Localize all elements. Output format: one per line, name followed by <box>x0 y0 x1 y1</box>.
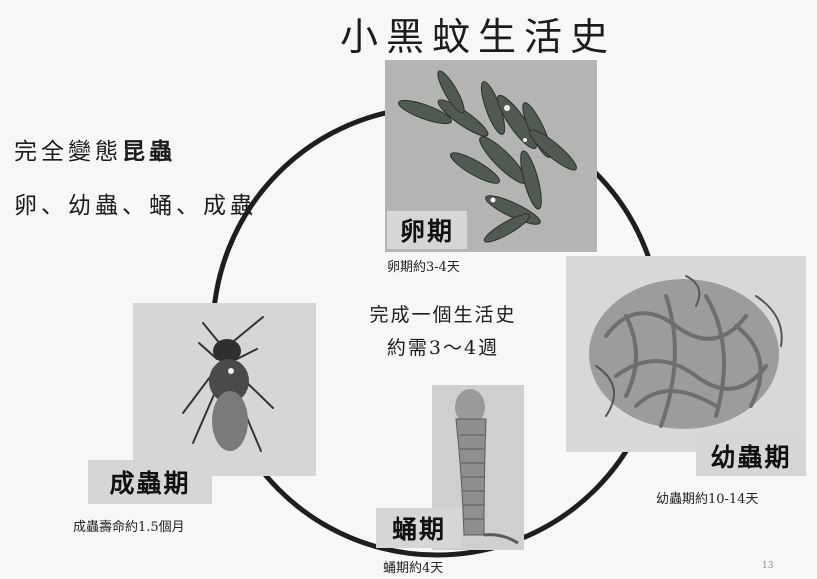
egg-stage-caption: 卵期約3-4天 <box>387 260 460 275</box>
adult-stage-caption: 成蟲壽命約1.5個月 <box>73 520 185 535</box>
pupa-stage-label: 蛹期 <box>376 508 462 548</box>
page-number: 13 <box>762 561 774 571</box>
intro-line-1: 完全變態昆蟲 <box>14 132 176 166</box>
larva-photo <box>566 256 806 452</box>
adult-stage-label: 成蟲期 <box>88 460 212 504</box>
page-title: 小黑蚊生活史 <box>340 15 617 59</box>
larva-stage-caption: 幼蟲期約10-14天 <box>656 492 759 507</box>
adult-illustration <box>133 303 316 476</box>
intro-line-2: 卵、幼蟲、蛹、成蟲 <box>14 193 257 219</box>
pupa-stage-caption: 蛹期約4天 <box>383 561 444 576</box>
larva-stage-label: 幼蟲期 <box>696 436 806 476</box>
center-note-line-1: 完成一個生活史 <box>369 304 517 326</box>
egg-stage-label: 卵期 <box>387 211 467 249</box>
larva-illustration <box>566 256 806 452</box>
intro-bold: 昆蟲 <box>122 138 176 165</box>
intro-prefix: 完全變態 <box>14 139 122 165</box>
center-note-line-2: 約需3～4週 <box>386 337 500 359</box>
adult-photo <box>133 303 316 476</box>
